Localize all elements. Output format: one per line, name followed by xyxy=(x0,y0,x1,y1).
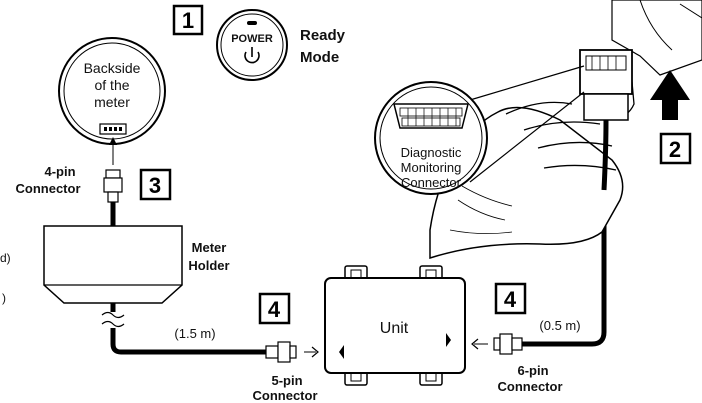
four-pin-line1: 4-pin xyxy=(44,164,75,179)
step-2-number: 2 xyxy=(669,137,681,162)
unit-label: Unit xyxy=(380,320,409,337)
step-1-box xyxy=(172,4,204,36)
step-4-left-box xyxy=(258,292,291,325)
six-pin-line1: 6-pin xyxy=(517,363,548,378)
diagnostic-line3: Connector xyxy=(401,175,462,190)
ready-mode-line2: Mode xyxy=(300,49,339,66)
step-1-number: 1 xyxy=(182,8,194,33)
ready-mode-line1: Ready xyxy=(300,27,346,44)
cable-0-5m xyxy=(522,190,607,347)
cable-right-length: (0.5 m) xyxy=(539,318,580,333)
obd-port-icon xyxy=(393,103,469,129)
step-3-box xyxy=(139,168,172,201)
cable-1-5m xyxy=(101,303,268,355)
meter-holder xyxy=(43,225,183,304)
insert-direction-arrow xyxy=(650,70,690,120)
four-pin-connector xyxy=(103,169,123,203)
step-4-left-number: 4 xyxy=(268,297,281,322)
unit-box xyxy=(324,265,466,386)
edge-fragment-bottom: ) xyxy=(2,291,6,305)
diagnostic-callout: Diagnostic Monitoring Connector xyxy=(374,65,585,195)
meter-backside: Backside of the meter xyxy=(58,37,166,145)
step-1-group: 1 POWER Ready Mode xyxy=(172,4,346,81)
five-pin-line2: Connector xyxy=(253,388,318,403)
cable-left-length: (1.5 m) xyxy=(174,326,215,341)
step-4-right-box xyxy=(494,282,527,315)
unit-left-port xyxy=(339,345,344,359)
four-pin-line2: Connector xyxy=(16,181,81,196)
six-pin-line2: Connector xyxy=(498,379,563,394)
step-3-number: 3 xyxy=(149,173,161,198)
diagnostic-line2: Monitoring xyxy=(401,160,462,175)
meter-text-line1: Backside xyxy=(84,60,141,76)
step-2-box xyxy=(659,132,692,165)
power-button: POWER xyxy=(216,9,288,81)
meter-holder-line2: Holder xyxy=(188,258,229,273)
five-pin-line1: 5-pin xyxy=(271,373,302,388)
six-pin-connector xyxy=(493,333,523,355)
five-pin-connector xyxy=(265,341,297,363)
power-icon xyxy=(244,47,260,64)
meter-holder-line1: Meter xyxy=(192,240,227,255)
meter-socket xyxy=(99,123,127,135)
diagnostic-line1: Diagnostic xyxy=(401,145,462,160)
unit-right-port xyxy=(446,333,451,347)
meter-text-line2: of the xyxy=(94,77,129,93)
indicator-light xyxy=(247,21,257,25)
power-button-label: POWER xyxy=(231,33,273,45)
step-4-right-number: 4 xyxy=(504,287,517,312)
meter-text-line3: meter xyxy=(94,94,130,110)
edge-fragment-top: d) xyxy=(0,251,11,265)
